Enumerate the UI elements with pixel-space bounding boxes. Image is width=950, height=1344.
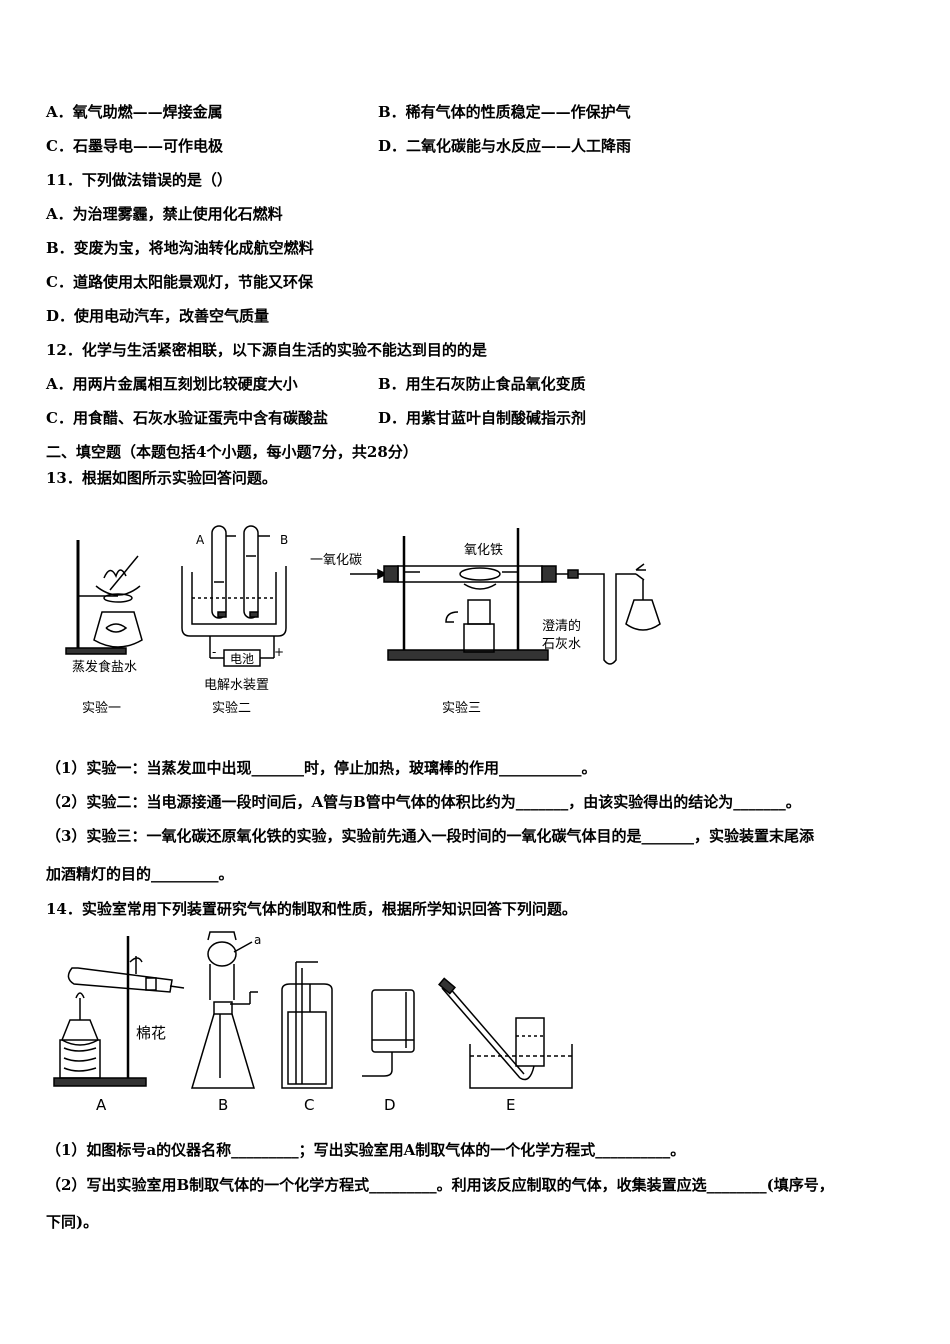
exp1-label: 蒸发食盐水 (72, 659, 137, 675)
q12-option-d: D．用紫甘蓝叶自制酸碱指示剂 (378, 409, 587, 427)
limewater-label-1: 澄清的 (542, 618, 581, 634)
q14-sub1: （1）如图标号a的仪器名称_________；写出实验室用A制取气体的一个化学方… (46, 1141, 686, 1159)
q10-option-c: C．石墨导电——可作电极 (46, 137, 223, 155)
battery-label: 电池 (230, 652, 254, 666)
plus-label: + (274, 645, 284, 659)
q10-option-b: B．稀有气体的性质稳定——作保护气 (378, 103, 631, 121)
q12-option-a: A．用两片金属相互刻划比较硬度大小 (46, 375, 298, 393)
label-d: D (384, 1096, 396, 1114)
apparatus-a (53, 936, 185, 1087)
q13-sub2: （2）实验二：当电源接通一段时间后，A管与B管中气体的体积比约为_______，… (46, 793, 801, 811)
q11-option-c: C．道路使用太阳能景观灯，节能又环保 (46, 273, 313, 291)
q14-sub2-line1: （2）写出实验室用B制取气体的一个化学方程式_________。利用该反应制取的… (46, 1176, 834, 1194)
q13-stem: 13．根据如图所示实验回答问题。 (46, 469, 277, 487)
section-heading: 二、填空题（本题包括4个小题，每小题7分，共28分） (46, 443, 418, 461)
apparatus-b (190, 931, 258, 1089)
q13-sub1: （1）实验一：当蒸发皿中出现_______时，停止加热，玻璃棒的作用______… (46, 759, 597, 777)
q11-option-d: D．使用电动汽车，改善空气质量 (46, 307, 270, 325)
apparatus-e (438, 977, 573, 1089)
tube-a-label: A (196, 533, 205, 547)
a-mark-label: a (254, 933, 261, 947)
exp2-label: 电解水装置 (204, 678, 269, 693)
co-label: 一氧化碳 (310, 553, 362, 568)
cotton-label: 棉花 (136, 1024, 166, 1042)
exp2-caption: 实验二 (212, 700, 251, 716)
q11-option-a: A．为治理雾霾，禁止使用化石燃料 (46, 205, 283, 223)
evaporation-apparatus (65, 540, 143, 655)
exp3-caption: 实验三 (442, 700, 481, 716)
electrolysis-apparatus (181, 525, 287, 667)
q13-sub3-line1: （3）实验三：一氧化碳还原氧化铁的实验，实验前先通入一段时间的一氧化碳气体目的是… (46, 827, 814, 845)
q13-figure: 蒸发食盐水 实验一 A B 电池 - + 电解水装置 实验二 (65, 525, 661, 716)
co-reduction-apparatus (350, 528, 661, 665)
fe2o3-label: 氧化铁 (464, 543, 503, 558)
q13-sub3-line2: 加酒精灯的目的_________。 (46, 865, 234, 883)
q12-option-b: B．用生石灰防止食品氧化变质 (378, 375, 586, 393)
label-e: E (506, 1096, 515, 1114)
q14-figure: 棉花 A a B C D (53, 931, 573, 1114)
q10-option-d: D．二氧化碳能与水反应——人工降雨 (378, 137, 632, 155)
tube-b-label: B (280, 533, 288, 547)
q12-option-c: C．用食醋、石灰水验证蛋壳中含有碳酸盐 (46, 409, 328, 427)
minus-label: - (212, 645, 216, 659)
q14-sub2-line2: 下同)。 (46, 1213, 99, 1231)
label-b: B (218, 1096, 228, 1114)
limewater-label-2: 石灰水 (542, 637, 581, 652)
apparatus-c (281, 961, 333, 1089)
exp1-caption: 实验一 (82, 700, 121, 716)
q11-option-b: B．变废为宝，将地沟油转化成航空燃料 (46, 239, 314, 257)
apparatus-d (362, 989, 415, 1077)
q14-stem: 14．实验室常用下列装置研究气体的制取和性质，根据所学知识回答下列问题。 (46, 900, 577, 918)
label-c: C (304, 1096, 314, 1114)
label-a: A (96, 1096, 107, 1114)
q10-option-a: A．氧气助燃——焊接金属 (46, 103, 223, 121)
q12-stem: 12．化学与生活紧密相联，以下源自生活的实验不能达到目的的是 (46, 341, 487, 359)
q11-stem: 11．下列做法错误的是（） (46, 171, 232, 189)
